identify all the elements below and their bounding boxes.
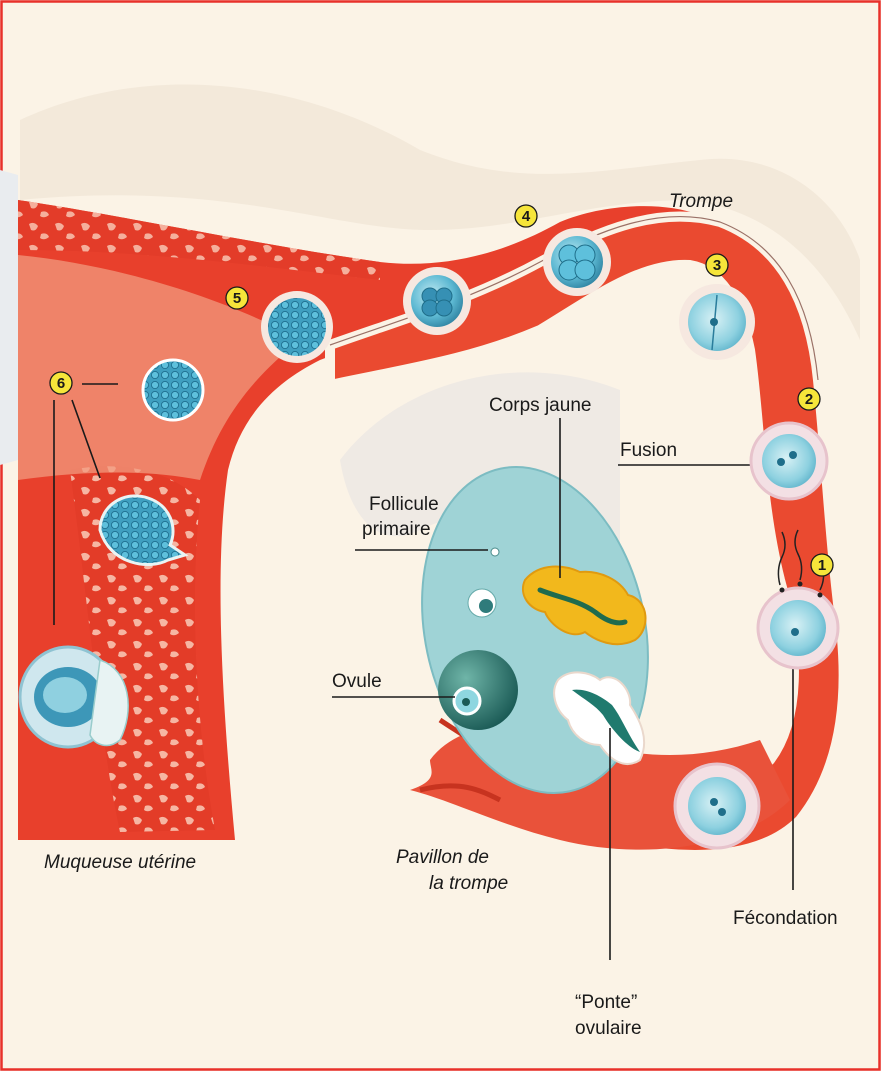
stage-marker-2: 2 xyxy=(798,388,820,410)
stage-marker-1: 1 xyxy=(811,554,833,576)
label-fusion: Fusion xyxy=(620,440,677,461)
label-ponte-line1: “Ponte” xyxy=(575,992,637,1013)
svg-text:1: 1 xyxy=(818,557,826,574)
mature-follicle xyxy=(438,650,518,730)
label-pavillon-line1: Pavillon de xyxy=(396,847,489,868)
ovulated-egg xyxy=(675,764,759,848)
label-corps-jaune: Corps jaune xyxy=(489,395,591,416)
blastocyst-free xyxy=(143,360,203,420)
stage-marker-3: 3 xyxy=(706,254,728,276)
left-edge-shadow xyxy=(0,170,18,465)
svg-text:2: 2 xyxy=(805,391,813,408)
label-trompe: Trompe xyxy=(669,191,733,212)
embryo-stage-4b xyxy=(403,267,471,335)
label-muqueuse: Muqueuse utérine xyxy=(44,852,196,873)
embryo-stage-5 xyxy=(261,291,333,363)
svg-text:5: 5 xyxy=(233,290,241,307)
stage-marker-4: 4 xyxy=(515,205,537,227)
label-ponte-line2: ovulaire xyxy=(575,1018,642,1039)
svg-text:3: 3 xyxy=(713,257,721,274)
label-follicule-line2: primaire xyxy=(362,519,431,540)
embryo-stage-2 xyxy=(751,423,827,499)
svg-text:4: 4 xyxy=(522,208,531,225)
embryo-stage-4 xyxy=(543,228,611,296)
stage-marker-6: 6 xyxy=(50,372,72,394)
label-follicule-line1: Follicule xyxy=(369,494,439,515)
label-pavillon-line2: la trompe xyxy=(429,873,508,894)
svg-text:6: 6 xyxy=(57,375,65,392)
primary-follicle xyxy=(491,548,499,556)
label-ovule: Ovule xyxy=(332,671,382,692)
label-fecondation: Fécondation xyxy=(733,908,838,929)
embryo-stage-3 xyxy=(679,284,755,360)
stage-marker-5: 5 xyxy=(226,287,248,309)
